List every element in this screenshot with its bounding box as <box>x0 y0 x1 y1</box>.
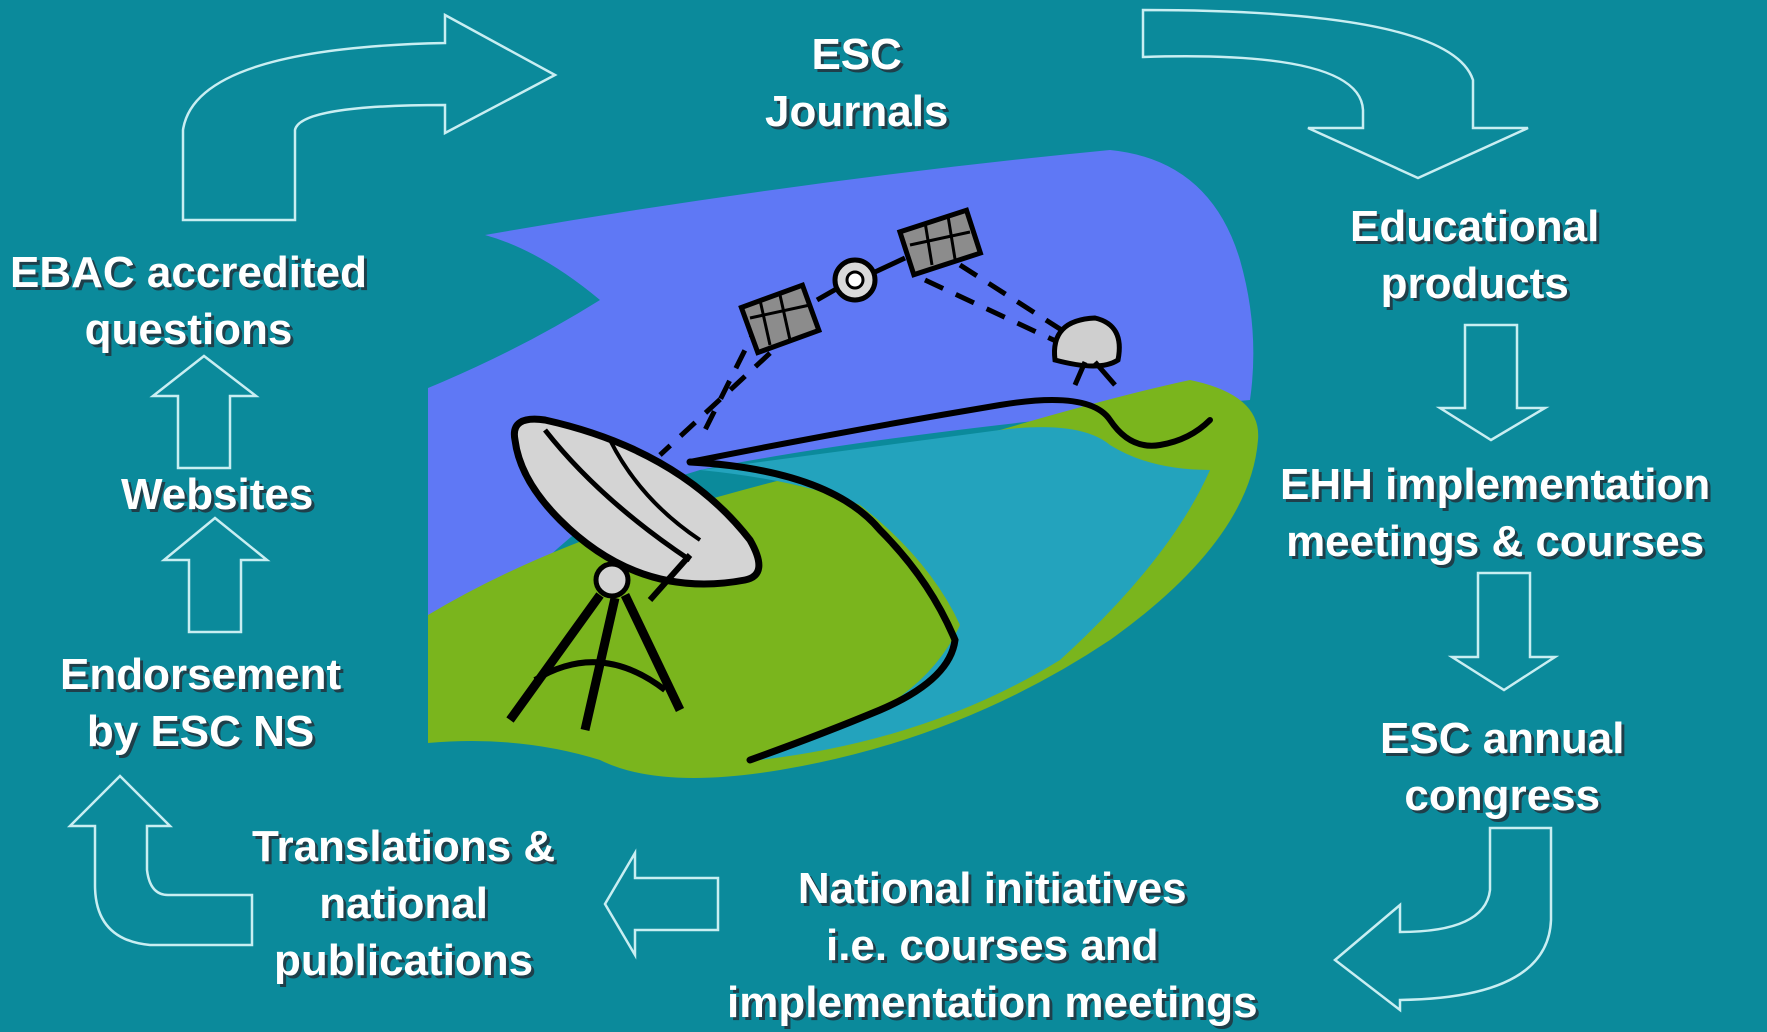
arrow-websites-to-ebac <box>149 354 260 470</box>
node-text: publications <box>274 936 534 985</box>
node-text: EBAC accredited <box>10 248 368 297</box>
signal-line-left-2 <box>697 318 763 442</box>
coastline-far <box>687 397 1213 465</box>
arrow-national-to-translations <box>603 848 720 960</box>
sky-shape <box>428 150 1254 743</box>
arrow-translations-to-endorsement <box>66 774 254 947</box>
node-text: by ESC NS <box>86 707 315 756</box>
node-text: products <box>1380 259 1569 308</box>
arrow-ehh-to-congress <box>1447 571 1560 692</box>
arrow-congress-to-national <box>1333 826 1553 1013</box>
node-text: ESC <box>811 30 902 79</box>
node-educational-products: Educational products <box>1350 198 1599 312</box>
node-national-initiatives: National initiatives i.e. courses and im… <box>727 860 1258 1031</box>
satellite-clipart <box>428 150 1259 778</box>
node-text: Translations & <box>252 822 556 871</box>
small-dish <box>1052 315 1122 387</box>
node-text: Websites <box>121 470 314 519</box>
water-shape <box>700 427 1210 760</box>
node-esc-congress: ESC annual congress <box>1380 710 1625 824</box>
satellite <box>738 207 984 356</box>
node-text: EHH implementation <box>1280 460 1711 509</box>
signal-line-right-2 <box>923 277 1077 353</box>
node-text: i.e. courses and <box>825 921 1159 970</box>
coastline <box>686 458 959 764</box>
node-text: Endorsement <box>60 650 342 699</box>
node-text: questions <box>84 305 293 354</box>
arrow-ebac-to-journals <box>181 12 558 222</box>
node-text: implementation meetings <box>727 978 1258 1027</box>
arrow-endorsement-to-websites <box>160 516 271 634</box>
node-text: national <box>319 879 488 928</box>
arrow-journals-to-educational <box>1141 8 1529 180</box>
node-esc-journals: ESC Journals <box>765 26 948 140</box>
node-websites: Websites <box>121 466 313 523</box>
signal-line-right <box>958 262 1087 348</box>
arrow-educational-to-ehh <box>1435 323 1550 442</box>
signal-line-left <box>658 328 797 457</box>
node-text: Journals <box>765 87 949 136</box>
node-endorsement: Endorsement by ESC NS <box>60 646 341 760</box>
node-text: meetings & courses <box>1286 517 1705 566</box>
node-ebac: EBAC accredited questions <box>10 244 367 358</box>
node-text: National initiatives <box>797 864 1187 913</box>
node-text: Educational <box>1350 202 1600 251</box>
node-text: congress <box>1404 771 1601 820</box>
node-translations: Translations & national publications <box>252 818 555 989</box>
node-ehh-meetings: EHH implementation meetings & courses <box>1280 456 1710 570</box>
node-text: ESC annual <box>1380 714 1625 763</box>
big-dish <box>506 415 763 731</box>
